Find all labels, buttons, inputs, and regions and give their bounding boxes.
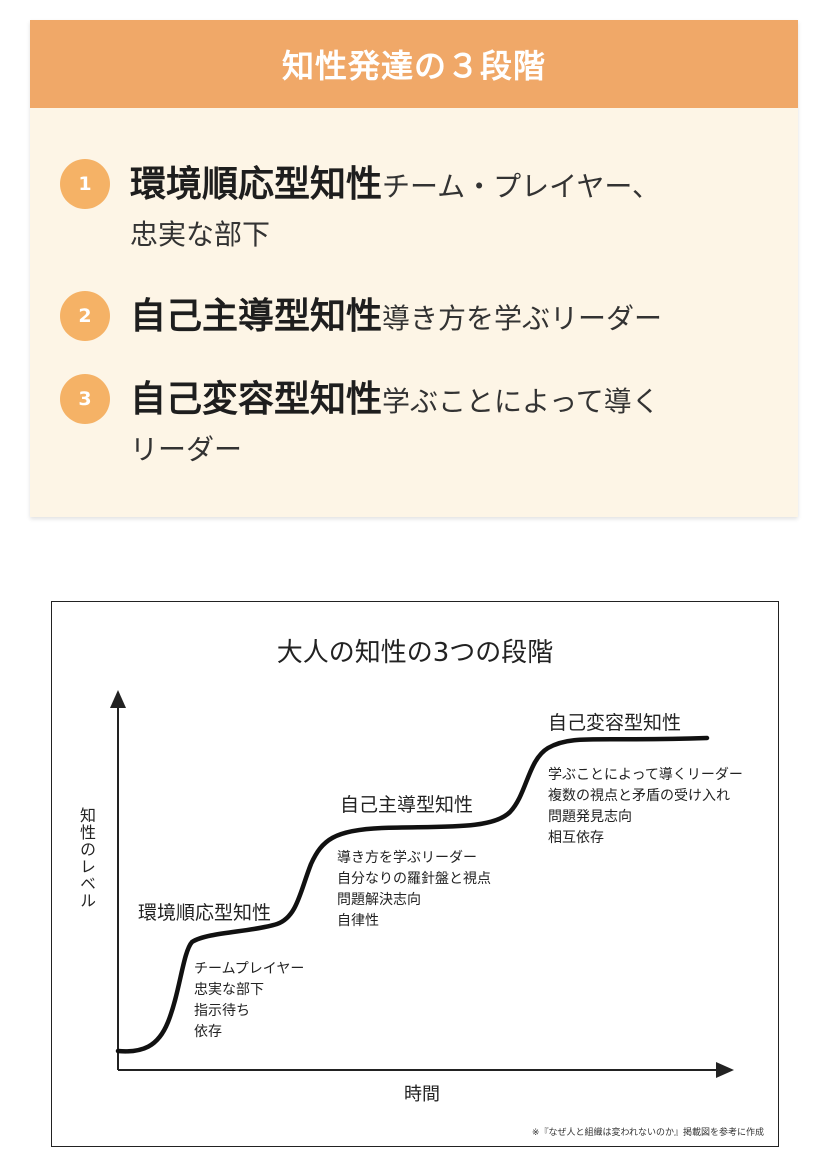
diagram-stage-3-line-3: 問題発見志向 xyxy=(548,809,632,825)
diagram-stage-3-line-1: 学ぶことによって導くリーダー xyxy=(548,767,743,783)
diagram-stage-3-name: 自己変容型知性 xyxy=(548,712,682,734)
diagram-stage-2-line-2: 自分なりの羅針盤と視点 xyxy=(337,871,491,887)
diagram-stage-3-line-2: 複数の視点と矛盾の受け入れ xyxy=(548,788,730,804)
stage-name-2: 自己主導型知性 xyxy=(130,296,383,337)
diagram-stage-1-line-2: 忠実な部下 xyxy=(194,982,264,998)
stage-name-1: 環境順応型知性 xyxy=(130,164,383,205)
number-badge-1: 1 xyxy=(60,159,110,209)
card-title: 知性発達の３段階 xyxy=(30,20,798,108)
diagram-stage-2-desc: 導き方を学ぶリーダー 自分なりの羅針盤と視点 問題解決志向 自律性 xyxy=(337,848,491,932)
diagram-stage-1-line-3: 指示待ち xyxy=(194,1003,250,1019)
stages-card: 知性発達の３段階 1 環境順応型知性チーム・プレイヤー、 忠実な部下 2 自己主… xyxy=(30,20,798,517)
number-badge-2: 2 xyxy=(60,291,110,341)
diagram-graphics xyxy=(110,690,734,1078)
diagram-stage-2-line-3: 問題解決志向 xyxy=(337,892,421,908)
diagram-stage-1-line-1: チームプレイヤー xyxy=(194,961,305,977)
diagram-stage-1-name: 環境順応型知性 xyxy=(138,902,272,924)
diagram-stage-2-line-1: 導き方を学ぶリーダー xyxy=(337,850,477,866)
diagram-stage-1-desc: チームプレイヤー 忠実な部下 指示待ち 依存 xyxy=(194,959,304,1043)
stage-desc-1-cont: 忠実な部下 xyxy=(130,218,271,251)
stage-line-2: 自己主導型知性導き方を学ぶリーダー xyxy=(130,287,662,339)
stage-name-3: 自己変容型知性 xyxy=(130,379,383,420)
diagram-stage-2-line-4: 自律性 xyxy=(337,913,379,929)
x-axis-label: 時間 xyxy=(404,1084,440,1105)
number-badge-3: 3 xyxy=(60,374,110,424)
diagram-title: 大人の知性の3つの段階 xyxy=(276,638,554,668)
stages-diagram: 大人の知性の3つの段階 知性のレベル 時間 環境順応型知性 チームプレイヤー 忠… xyxy=(51,601,779,1147)
stage-desc-1: チーム・プレイヤー、 xyxy=(382,170,661,203)
diagram-stage-3-desc: 学ぶことによって導くリーダー 複数の視点と矛盾の受け入れ 問題発見志向 相互依存 xyxy=(548,765,743,849)
diagram-stage-3-line-4: 相互依存 xyxy=(548,830,604,846)
diagram-stage-1-line-4: 依存 xyxy=(194,1024,222,1040)
growth-curve xyxy=(115,735,710,1054)
source-note: ※『なぜ人と組織は変われないのか』掲載図を参考に作成 xyxy=(531,1128,764,1138)
diagram-stage-2-name: 自己主導型知性 xyxy=(340,794,474,816)
stage-desc-2: 導き方を学ぶリーダー xyxy=(382,302,663,335)
stage-line-1: 環境順応型知性チーム・プレイヤー、 xyxy=(130,155,660,207)
stage-line-3: 自己変容型知性学ぶことによって導く xyxy=(130,370,660,422)
stage-desc-3-cont: リーダー xyxy=(130,433,243,466)
y-axis-label: 知性のレベル xyxy=(77,807,96,909)
stage-desc-3: 学ぶことによって導く xyxy=(382,385,660,418)
